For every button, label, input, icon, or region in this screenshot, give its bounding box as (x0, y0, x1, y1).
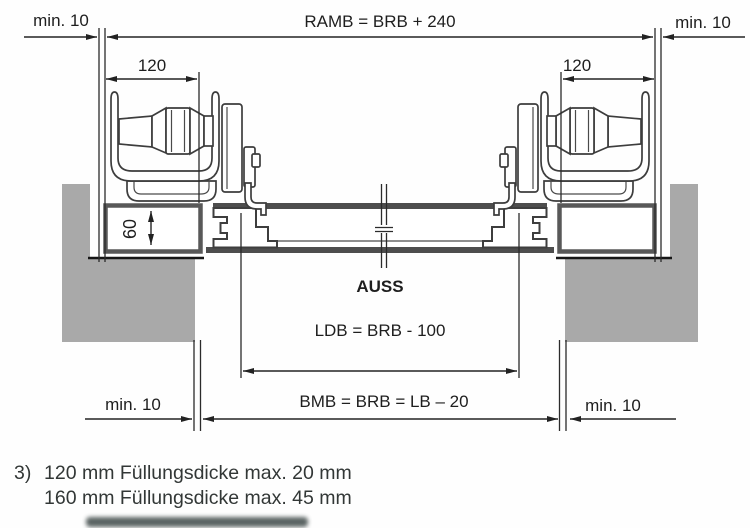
footnote-text: 120 mm Füllungsdicke max. 20 mm 160 mm F… (44, 461, 352, 511)
dimension-min10-bottom-right: min. 10 (570, 396, 676, 422)
roller-assembly-right (493, 91, 650, 216)
footnote-marker: 3) (14, 462, 32, 484)
footnote-line-2: 160 mm Füllungsdicke max. 45 mm (44, 487, 352, 509)
min10-bottom-left-label: min. 10 (105, 395, 161, 414)
frame-height-label: 60 (120, 219, 140, 239)
frame-profile-left: 60 (103, 203, 203, 254)
min10-top-left-label: min. 10 (33, 11, 89, 30)
roller-assembly-left (110, 91, 267, 216)
dimension-120-left: 120 (106, 56, 197, 82)
frame-profile-right (557, 203, 657, 254)
auss-label: AUSS (356, 277, 403, 296)
cropped-row-artifact (86, 517, 308, 527)
footnote-line-1: 120 mm Füllungsdicke max. 20 mm (44, 462, 352, 484)
dimension-120-right: 120 (563, 56, 654, 82)
dimension-min10-bottom-left: min. 10 (85, 395, 192, 422)
ramb-label: RAMB = BRB + 240 (304, 12, 455, 31)
dimension-min10-top-left: min. 10 (24, 11, 97, 40)
panel-end-profile-left (212, 207, 278, 249)
wall-section-right (556, 184, 698, 342)
dimension-bmb: BMB = BRB = LB – 20 (203, 392, 558, 422)
dimension-ramb: RAMB = BRB + 240 (107, 12, 653, 40)
min10-top-right-label: min. 10 (675, 13, 731, 32)
roller-width-left-label: 120 (138, 56, 166, 75)
roller-width-right-label: 120 (563, 56, 591, 75)
dimension-ldb: LDB = BRB - 100 (243, 321, 517, 374)
dimension-min10-top-right: min. 10 (663, 13, 745, 40)
wall-section-left (62, 184, 204, 342)
extension-lines (98, 28, 662, 431)
bmb-label: BMB = BRB = LB – 20 (299, 392, 468, 411)
panel-end-profile-right (482, 207, 548, 249)
ldb-label: LDB = BRB - 100 (315, 321, 446, 340)
min10-bottom-right-label: min. 10 (585, 396, 641, 415)
break-lines (375, 184, 393, 268)
diagram-canvas: 60 RAMB = BRB + 240 min. 10 (24, 11, 745, 431)
footnote: 3) 120 mm Füllungsdicke max. 20 mm 160 m… (14, 461, 352, 511)
